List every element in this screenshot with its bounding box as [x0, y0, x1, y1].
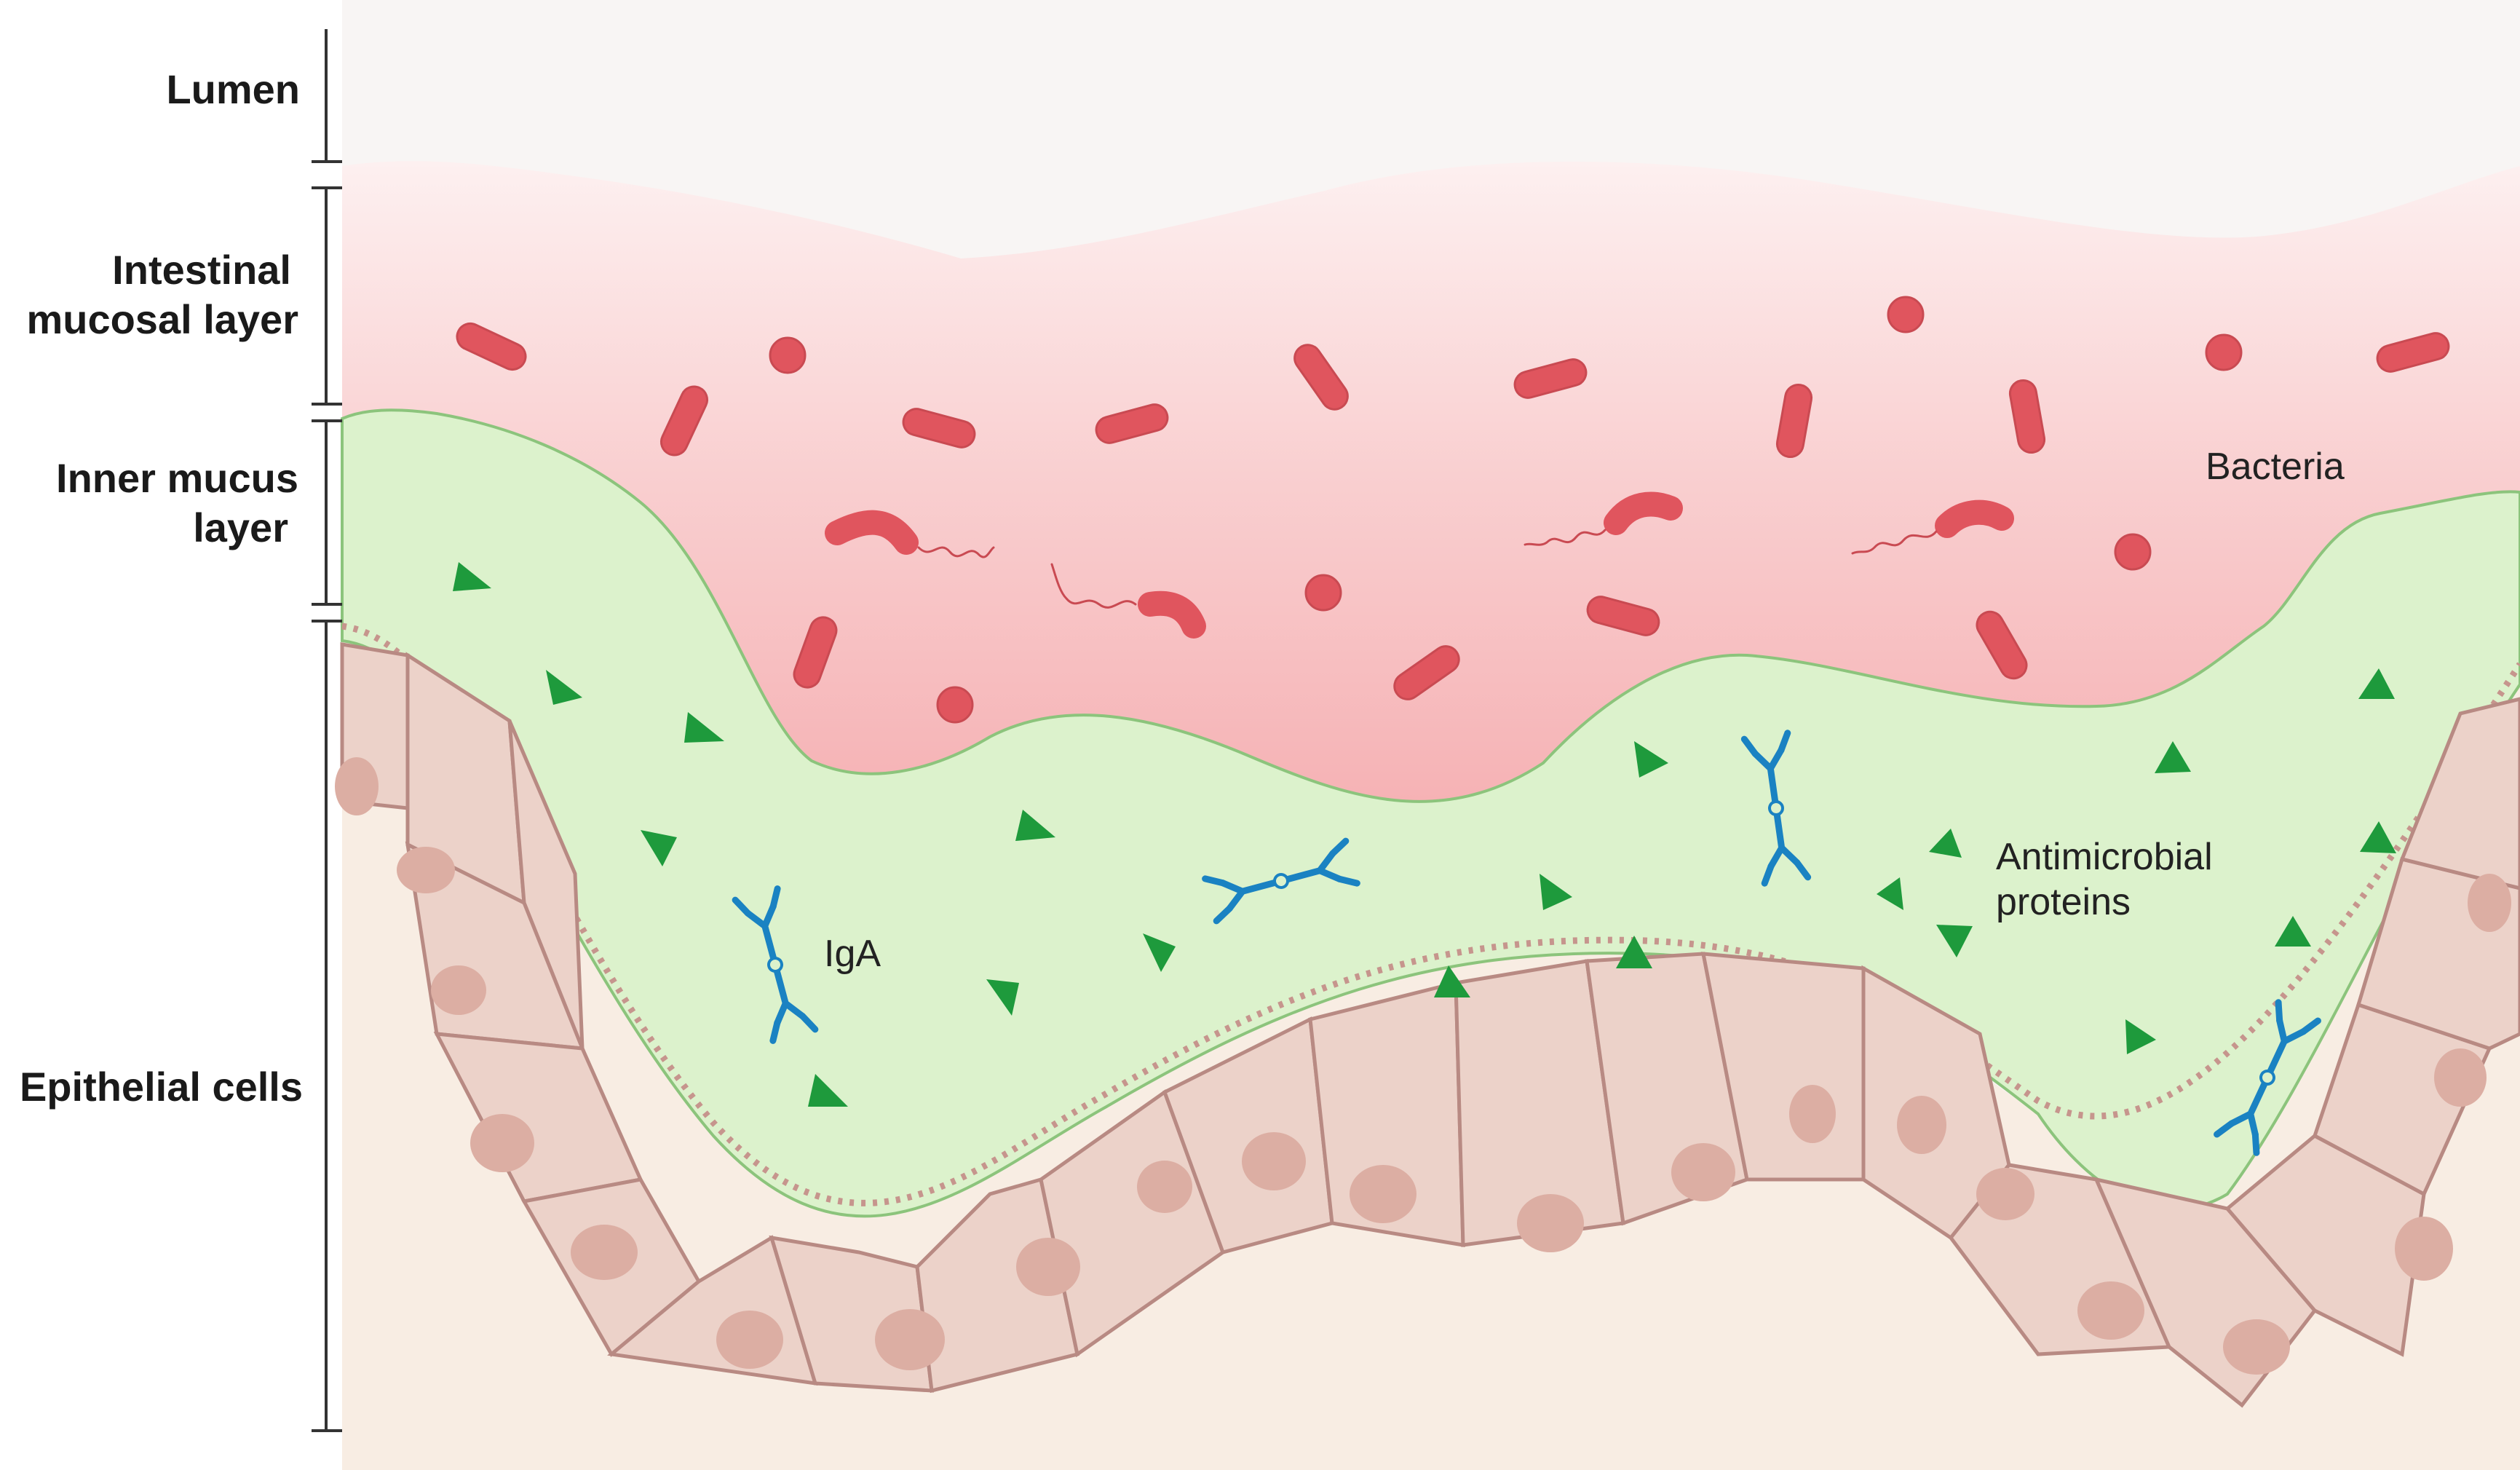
- bacteria-rod-icon: [1586, 596, 1660, 636]
- bacteria-coccus-icon: [1887, 296, 1925, 333]
- bacteria-rod-icon: [1775, 383, 1813, 459]
- mucosal-layer: [342, 161, 2520, 859]
- antimicrobial-protein-icon: [1929, 829, 1962, 858]
- flagellated-bacteria-icon: [1524, 491, 1683, 546]
- mucosal-label-line-1: Intestinal: [112, 247, 291, 293]
- antimicrobial-protein-icon: [641, 830, 677, 866]
- bacteria-coccus-icon: [936, 686, 974, 724]
- antimicrobial-protein-icon: [546, 670, 582, 705]
- bacteria-rod-icon: [2376, 332, 2450, 373]
- antimicrobial-protein-icon: [453, 562, 491, 591]
- bacteria-rod-icon: [659, 385, 709, 457]
- bacteria-rod-icon: [1293, 344, 1349, 411]
- bacteria-rod-icon: [456, 322, 527, 371]
- bacteria-group: [456, 322, 2450, 700]
- bacteria-label: Bacteria: [2206, 446, 2345, 488]
- bacteria-rod-icon: [902, 408, 976, 448]
- iga-antibody-icon: [732, 885, 819, 1044]
- epithelial-cell-layer: [340, 642, 2520, 1408]
- layer-scale-bar: [312, 29, 342, 1432]
- bacteria-rod-icon: [793, 616, 838, 689]
- cocci-group: [769, 296, 2243, 724]
- bacteria-rod-icon: [1513, 358, 1588, 399]
- amp-label-line-2: proteins: [1996, 881, 2131, 923]
- antimicrobial-protein-icon: [1616, 936, 1652, 968]
- flagellated-bacteria-icon: [825, 510, 995, 558]
- bacteria-rod-icon: [1393, 645, 1460, 700]
- antimicrobial-protein-icon: [1634, 741, 1668, 778]
- antimicrobial-protein-icon: [1143, 933, 1176, 972]
- iga-antibody-icon: [1740, 730, 1812, 887]
- inner-mucus-label-line-2: layer: [193, 505, 288, 550]
- amp-label-line-1: Antimicrobial: [1996, 836, 2213, 878]
- lumen-label: Lumen: [166, 66, 300, 112]
- flagellated-bacteria-group: [825, 491, 2014, 639]
- antimicrobial-proteins-group: [453, 562, 2396, 1107]
- bacteria-rod-icon: [1095, 403, 1169, 444]
- antimicrobial-protein-icon: [2358, 668, 2395, 699]
- bacteria-coccus-icon: [769, 336, 807, 374]
- iga-antibody-icon: [2214, 999, 2321, 1156]
- antimicrobial-protein-icon: [1540, 874, 1572, 910]
- antimicrobial-protein-icon: [808, 1074, 848, 1107]
- flagellated-bacteria-icon: [1851, 499, 2014, 555]
- antimicrobial-protein-icon: [1434, 965, 1470, 997]
- bacteria-coccus-icon: [2205, 333, 2243, 371]
- antimicrobial-protein-icon: [1877, 877, 1903, 910]
- nuclei: [335, 757, 2511, 1375]
- flagellated-bacteria-icon: [1050, 563, 1206, 639]
- bacteria-coccus-icon: [2114, 533, 2152, 571]
- antimicrobial-protein-icon: [1936, 925, 1973, 957]
- bacteria-coccus-icon: [1304, 574, 1342, 612]
- antimicrobial-protein-icon: [986, 979, 1019, 1016]
- bacteria-rod-icon: [2008, 379, 2046, 454]
- inner-mucus-layer: [341, 408, 2520, 1218]
- antimicrobial-protein-icon: [1015, 810, 1055, 841]
- antimicrobial-protein-icon: [684, 712, 724, 743]
- antimicrobial-protein-icon: [2360, 821, 2396, 853]
- iga-group: [732, 730, 2321, 1156]
- inner-mucus-label-line-1: Inner mucus: [56, 455, 298, 501]
- mucosal-label-line-2: mucosal layer: [26, 296, 298, 342]
- antimicrobial-protein-icon: [2275, 916, 2311, 947]
- antimicrobial-protein-icon: [2125, 1019, 2156, 1054]
- epithelial-label: Epithelial cells: [20, 1064, 303, 1110]
- iga-antibody-icon: [1202, 837, 1360, 925]
- antimicrobial-protein-icon: [2155, 741, 2191, 773]
- iga-label: IgA: [824, 933, 881, 975]
- bacteria-rod-icon: [1976, 610, 2028, 680]
